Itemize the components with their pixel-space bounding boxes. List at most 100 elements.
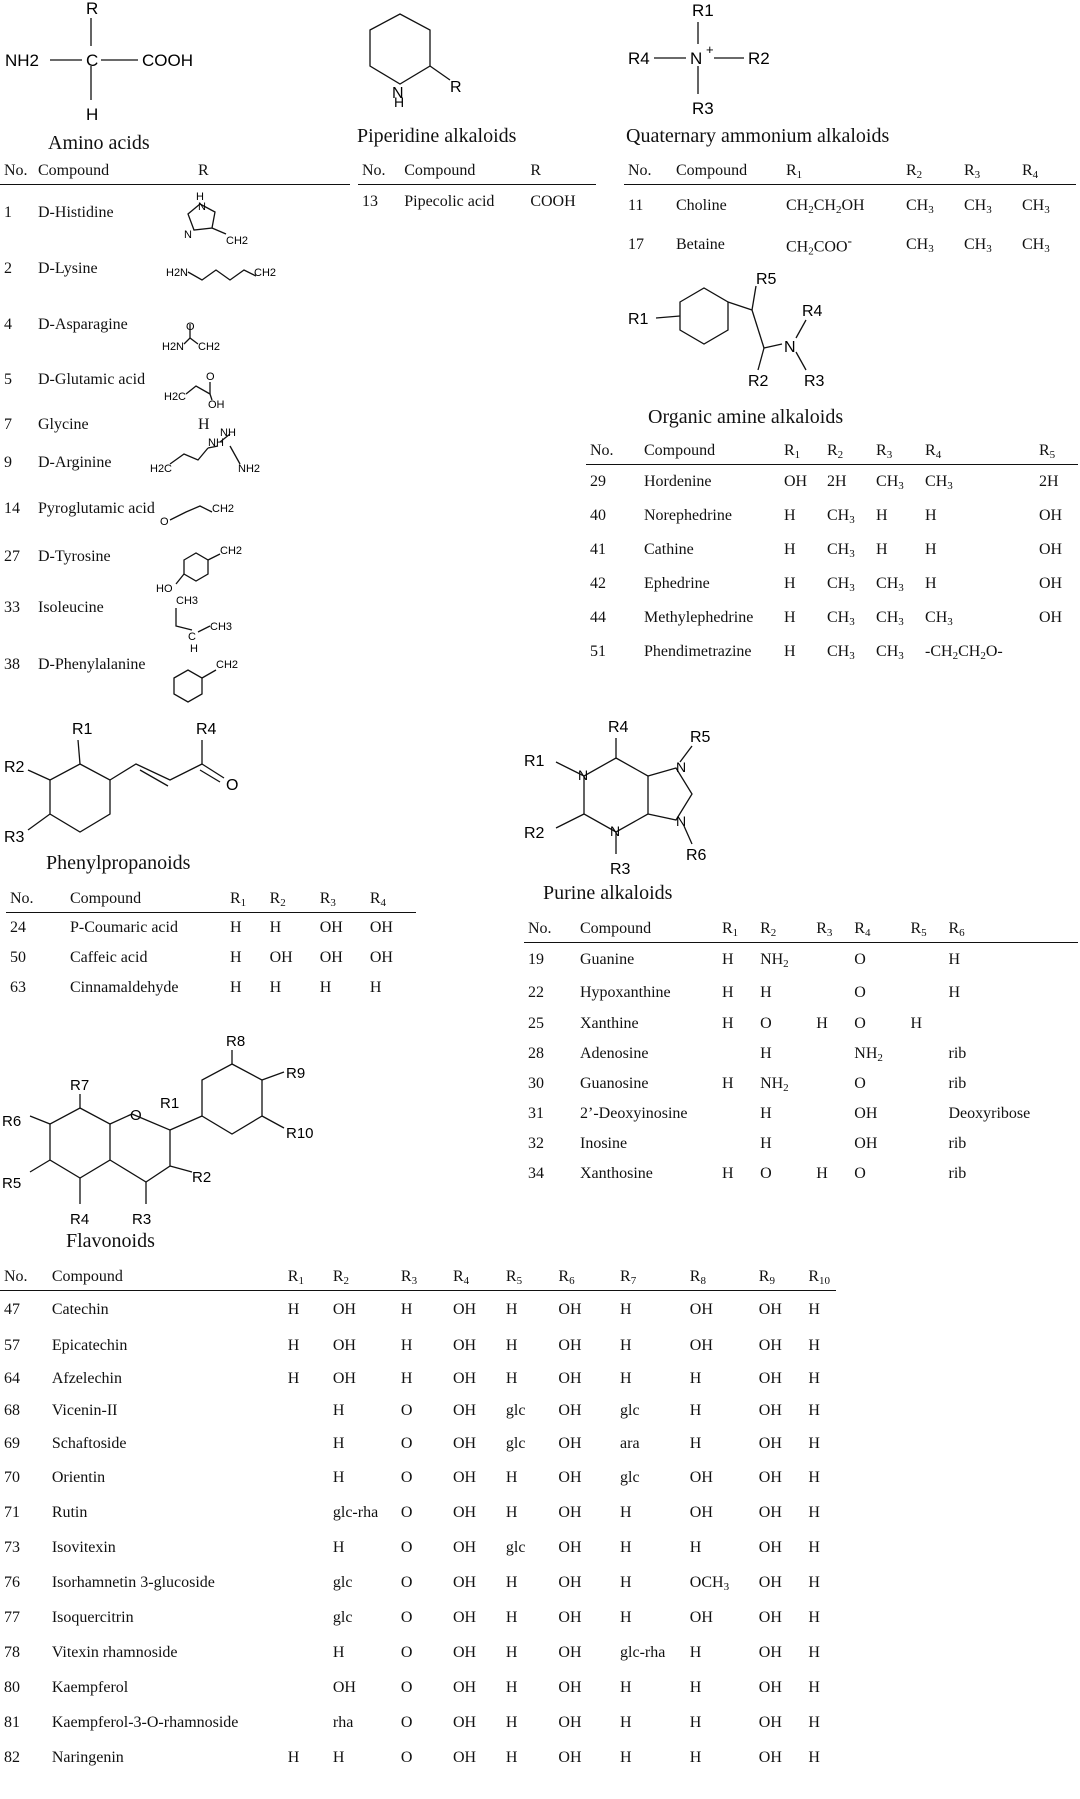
phenylalanine-side-chain: CH2 (173, 659, 238, 703)
row-r4: OH (854, 1104, 878, 1122)
row-r1: H (287, 1336, 300, 1354)
row-r10: H (808, 1468, 820, 1486)
svg-text:R1: R1 (628, 311, 649, 328)
row-r10: H (808, 1434, 820, 1452)
row-r7: H (620, 1573, 632, 1591)
row-r9: OH (758, 1678, 782, 1696)
col-no: No. (0, 162, 34, 185)
svg-text:R5: R5 (756, 272, 777, 288)
row-name: Xanthine (580, 1014, 639, 1032)
row-r3: H (400, 1300, 413, 1318)
row-name: Pipecolic acid (404, 192, 495, 210)
row-name: Catechin (51, 1300, 109, 1318)
row-r7: H (620, 1369, 632, 1387)
row-r1: H (784, 540, 796, 558)
row-r6: OH (558, 1608, 582, 1626)
svg-text:O: O (226, 777, 238, 794)
row-r2: OH (332, 1369, 356, 1387)
row-r4: O (854, 1074, 866, 1092)
row-r2: CH3 (827, 540, 855, 560)
row-r3 (812, 1129, 850, 1159)
svg-text:H2N: H2N (166, 267, 188, 279)
amino-core-r: R (86, 0, 98, 18)
row-no: 73 (4, 1538, 20, 1556)
row-r5: glc (505, 1538, 526, 1556)
row-no: 28 (528, 1044, 544, 1062)
row-r1: H (230, 948, 242, 966)
row-no: 63 (10, 978, 26, 996)
row-r2: rha (332, 1713, 354, 1731)
col-r2: R2 (823, 442, 873, 465)
row-r9: OH (758, 1401, 782, 1419)
svg-text:R6: R6 (2, 1113, 21, 1130)
svg-text:OH: OH (208, 399, 225, 411)
col-no: No. (358, 162, 401, 185)
row-no: 71 (4, 1503, 20, 1521)
svg-text:NH: NH (208, 437, 224, 449)
row-r3: H (816, 1164, 828, 1182)
row-r: H (198, 415, 210, 433)
svg-text:R5: R5 (690, 729, 711, 746)
row-r5: OH (1038, 608, 1063, 626)
piperidine-table: No. Compound R 13 Pipecolic acid COOH (358, 162, 596, 219)
row-r2: H (760, 1134, 772, 1152)
row-r2: H (332, 1468, 345, 1486)
svg-text:N: N (198, 201, 206, 213)
row-no: 38 (4, 655, 20, 673)
svg-text:H: H (196, 191, 204, 203)
row-name: Guanosine (580, 1074, 649, 1092)
svg-text:R4: R4 (628, 49, 650, 68)
col-no: No. (6, 890, 66, 913)
col-compound: Compound (34, 162, 194, 185)
col-r3: R3 (960, 162, 1018, 185)
row-no: 41 (590, 540, 606, 558)
col-r2: R2 (756, 920, 813, 943)
flavonoid-table: No. Compound R1 R2 R3 R4 R5 R6 R7 R8 R9 … (0, 1268, 836, 1775)
col-compound: Compound (672, 162, 782, 185)
row-r4: OH (452, 1369, 477, 1387)
phenylpropanoid-core-structure: R1 R2 R3 R4 O (4, 721, 238, 846)
row-r1 (284, 1671, 329, 1705)
row-r1 (284, 1495, 329, 1531)
row-r1: H (230, 918, 242, 936)
arginine-side-chain: NH NH H2C NH2 (150, 427, 260, 475)
row-r1 (284, 1461, 329, 1495)
row-no: 34 (528, 1164, 544, 1182)
row-name: Inosine (580, 1134, 628, 1152)
row-r6: OH (558, 1468, 582, 1486)
row-r9: OH (758, 1713, 782, 1731)
row-r1 (284, 1531, 329, 1565)
row-r6: OH (558, 1573, 582, 1591)
row-name: Cathine (644, 540, 694, 558)
amino-side-chains: H N N CH2 H2N CH2 O H2N CH2 O H2C OH NH … (150, 191, 276, 703)
amino-acid-core-structure: R NH2 C COOH H (5, 0, 193, 124)
row-r2: H (760, 1104, 772, 1122)
row-r5: H (910, 1014, 922, 1032)
row-r9: OH (758, 1573, 782, 1591)
row-no: 70 (4, 1468, 20, 1486)
row-no: 47 (4, 1300, 20, 1318)
row-no: 42 (590, 574, 606, 592)
row-r3: H (400, 1336, 413, 1354)
row-name: Xanthosine (580, 1164, 653, 1182)
row-r4: CH3 (1022, 196, 1050, 216)
purine-core-structure: R4 R5 R1 R2 R3 R6 N N N N (524, 719, 711, 876)
amino-acids-title: Amino acids (48, 132, 150, 154)
row-no: 11 (628, 196, 644, 214)
row-r2: O (760, 1014, 772, 1032)
row-no: 9 (4, 453, 12, 471)
row-name: Methylephedrine (644, 608, 754, 626)
row-r3 (812, 977, 850, 1009)
row-name: Phendimetrazine (644, 642, 752, 660)
row-r1: H (230, 978, 242, 996)
row-r1: H (784, 642, 796, 660)
row-r10: H (808, 1336, 820, 1354)
